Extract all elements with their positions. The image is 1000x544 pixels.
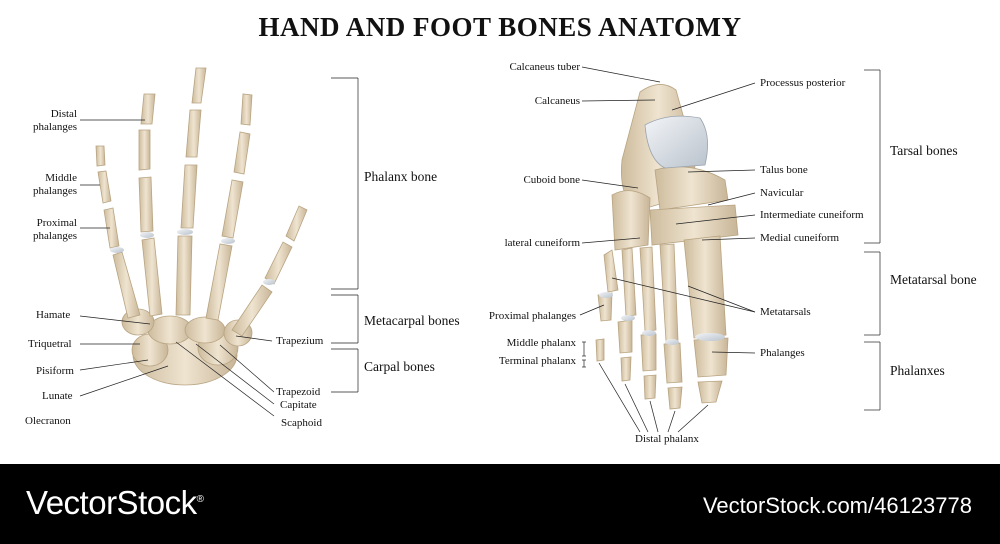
footer-url[interactable]: VectorStock.com/46123778 <box>702 493 972 518</box>
group-phalanxes: Phalanxes <box>890 363 945 378</box>
label-capitate: Capitate <box>280 399 317 411</box>
hand-joint-cartilage <box>110 229 275 285</box>
label-terminal-phalanx: Terminal phalanx <box>498 355 576 367</box>
label-navicular: Navicular <box>760 187 804 199</box>
page-title: HAND AND FOOT BONES ANATOMY <box>258 12 742 42</box>
label-intermediate-cuneiform: Intermediate cuneiform <box>760 209 864 221</box>
group-metacarpal-bones: Metacarpal bones <box>364 313 460 328</box>
label-middle-phalanx: Middle phalanx <box>506 337 576 349</box>
label-calcaneus: Calcaneus <box>534 95 580 107</box>
group-tarsal-bones: Tarsal bones <box>890 143 958 158</box>
label-scaphoid: Scaphoid <box>281 417 322 429</box>
talus-cartilage <box>644 115 708 169</box>
label-medial-cuneiform: Medial cuneiform <box>760 232 840 244</box>
hand-leader-lines <box>79 77 359 417</box>
label-olecranon: Olecranon <box>25 415 71 427</box>
label-lateral-cuneiform: lateral cuneiform <box>504 237 580 249</box>
hand-skeleton <box>95 67 308 386</box>
anatomy-illustration <box>79 66 881 433</box>
brand-logo[interactable]: VectorStock® <box>26 484 204 522</box>
label-triquetral: Triquetral <box>28 338 72 350</box>
label-proximal-phalanges-foot: Proximal phalanges <box>488 310 576 322</box>
footer-bar: VectorStock® VectorStock.com/46123778 <box>0 464 1000 544</box>
label-phalanges: Phalanges <box>760 347 805 359</box>
group-carpal-bones: Carpal bones <box>364 359 435 374</box>
foot-joint-cartilage <box>599 292 725 345</box>
label-calcaneus-tuber: Calcaneus tuber <box>509 61 580 73</box>
label-distal-phalanx: Distal phalanx <box>635 433 699 445</box>
label-middle-phalanges: Middle phalanges <box>33 172 77 197</box>
label-trapezoid: Trapezoid <box>276 386 321 398</box>
label-metatarsals: Metatarsals <box>760 306 811 318</box>
foot-leader-lines <box>579 66 881 433</box>
label-cuboid-bone: Cuboid bone <box>523 174 580 186</box>
label-talus-bone: Talus bone <box>760 164 808 176</box>
label-proximal-phalanges: Proximal phalanges <box>33 217 77 242</box>
label-processus-posterior: Processus posterior <box>760 77 846 89</box>
group-phalanx-bone: Phalanx bone <box>364 169 438 184</box>
group-metatarsal-bone: Metatarsal bone <box>890 272 977 287</box>
label-trapezium: Trapezium <box>276 335 324 347</box>
label-lunate: Lunate <box>42 390 73 402</box>
label-pisiform: Pisiform <box>36 365 74 377</box>
brand-name: VectorStock <box>26 484 197 521</box>
registered-mark: ® <box>196 494 204 505</box>
label-hamate: Hamate <box>36 309 71 321</box>
label-distal-phalanges: Distal phalanges <box>33 108 77 133</box>
